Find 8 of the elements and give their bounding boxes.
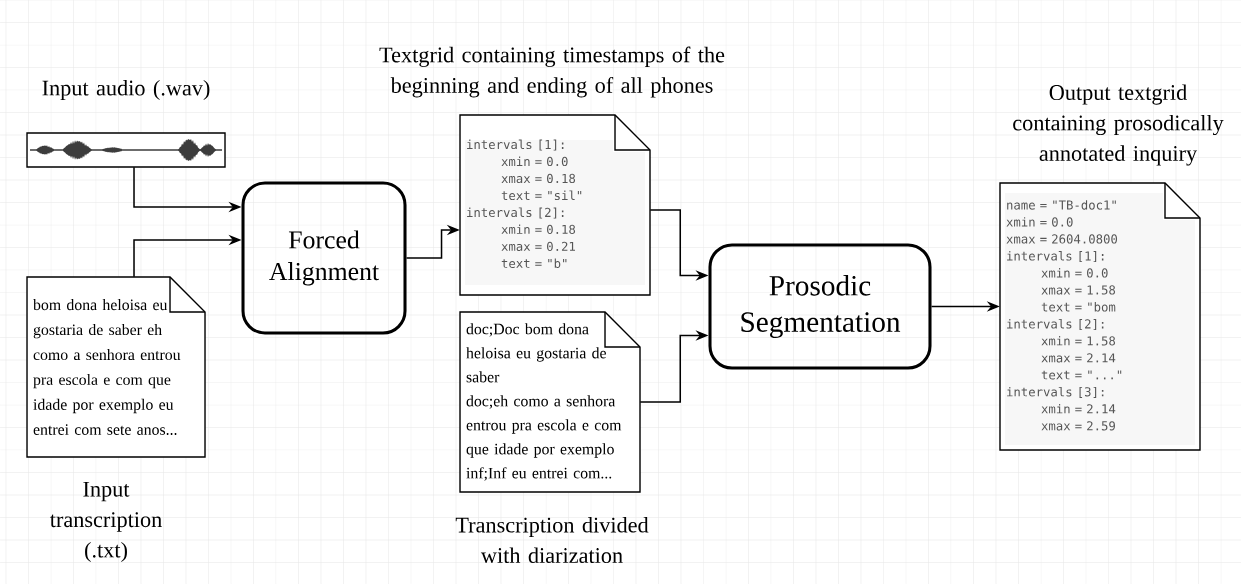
audio-waveform [26, 132, 226, 168]
caption-text: Transcription divided with diarization [455, 516, 649, 564]
caption-text: Output textgrid containing prosodically annotated inquiry [1013, 84, 1224, 166]
caption-text: Input transcription (.txt) [50, 481, 162, 563]
process-box: Forced Alignment [241, 181, 407, 335]
process-box: Prosodic Segmentation [708, 243, 932, 370]
caption-text: Textgrid containing timestamps of the beginning and ending of all phones [379, 46, 725, 98]
caption-text: Input audio (.wav) [42, 79, 210, 101]
